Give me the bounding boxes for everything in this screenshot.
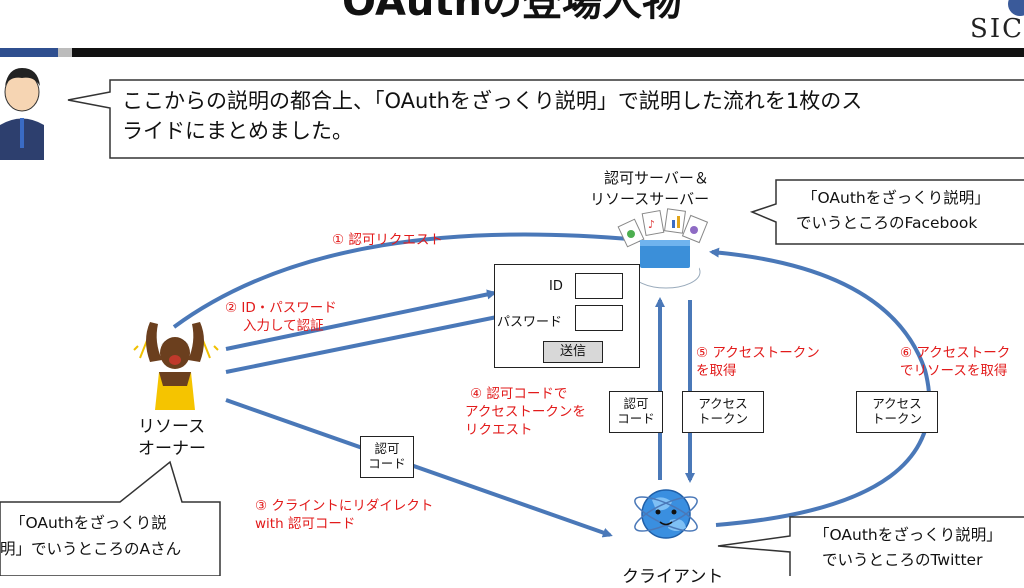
- diagram-canvas: ♪: [0, 0, 1024, 576]
- code-request-line-2: コード: [617, 411, 655, 426]
- narrator-person-icon: [0, 68, 44, 160]
- step6-label-1: ⑥ アクセストーク: [900, 345, 1011, 361]
- arrow-step1: [172, 232, 643, 329]
- server-note-line-2: でいうところのFacebook: [796, 214, 978, 232]
- password-input[interactable]: [575, 305, 623, 331]
- owner-note-bubble: [0, 460, 221, 576]
- client-note-line-2: でいうところのTwitter: [822, 551, 983, 569]
- client-note-bubble: [717, 516, 1024, 576]
- auth-server-label-1: 認可サーバー＆: [604, 169, 709, 187]
- client-note-line-1: 「OAuthをざっくり説明」: [814, 526, 1002, 544]
- step5-label-2: を取得: [696, 363, 737, 379]
- step4-label-1: ④ 認可コードで: [470, 386, 568, 402]
- client-label: クライアント: [622, 567, 724, 587]
- arrow-step2: [225, 289, 497, 351]
- step2-label-1: ② ID・パスワード: [225, 300, 337, 316]
- step3-label-1: ③ クライントにリダイレクト: [255, 498, 434, 514]
- svg-text:♪: ♪: [648, 218, 655, 231]
- resource-owner-label-2: オーナー: [138, 439, 206, 459]
- page-title: OAuthの登場人物: [342, 0, 682, 25]
- code-redirect-box: 認可 コード: [360, 436, 414, 478]
- step6-label-2: でリソースを取得: [900, 363, 1008, 379]
- auth-server-label-2: リソースサーバー: [590, 190, 710, 208]
- step4-label-3: リクエスト: [465, 422, 533, 438]
- step5-label-1: ⑤ アクセストークン: [696, 345, 820, 361]
- server-note-line-1: 「OAuthをざっくり説明」: [802, 189, 990, 207]
- token-get-box: アクセス トークン: [682, 391, 764, 433]
- step4-label-2: アクセストークンを: [465, 404, 586, 420]
- step3-label-2: with 認可コード: [255, 516, 356, 532]
- step2-label-2: 入力して認証: [243, 318, 324, 334]
- token-use-line-2: トークン: [871, 411, 922, 426]
- code-redirect-line-2: コード: [368, 456, 406, 471]
- id-label: ID: [549, 279, 563, 294]
- header-divider: [0, 48, 1024, 57]
- header-divider-accent-gray: [58, 48, 72, 57]
- code-request-box: 認可 コード: [609, 391, 663, 433]
- company-logo: SIC: [970, 14, 1024, 44]
- code-request-line-1: 認可: [623, 396, 649, 411]
- id-input[interactable]: [575, 273, 623, 299]
- submit-button[interactable]: 送信: [543, 341, 603, 363]
- server-note-bubble: [749, 179, 1024, 245]
- arrow-step3: [225, 398, 613, 538]
- owner-note-line-1: 「OAuthをざっくり説: [10, 514, 167, 532]
- owner-note-line-2: 明」でいうところのAさん: [0, 540, 182, 558]
- token-get-line-2: トークン: [697, 411, 748, 426]
- header-divider-accent: [0, 48, 58, 57]
- token-get-line-1: アクセス: [698, 396, 748, 411]
- step1-label: ① 認可リクエスト: [332, 232, 443, 248]
- login-form: ID パスワード 送信: [494, 264, 640, 368]
- password-label: パスワード: [497, 315, 563, 330]
- resource-owner-label-1: リソース: [138, 417, 206, 437]
- narrator-speech-bubble: [67, 79, 1024, 159]
- token-use-box: アクセス トークン: [856, 391, 938, 433]
- token-use-line-1: アクセス: [872, 396, 922, 411]
- code-redirect-line-1: 認可: [374, 441, 400, 456]
- client-icon: [634, 489, 698, 539]
- arrow-step6: [709, 247, 932, 527]
- resource-owner-icon: [133, 322, 219, 410]
- narrator-line-2: ライドにまとめました。: [122, 119, 353, 143]
- logo-icon: [1008, 0, 1024, 16]
- server-icon: ♪: [617, 208, 709, 289]
- narrator-line-1: ここからの説明の都合上、「OAuthをざっくり説明」で説明した流れを1枚のス: [122, 89, 863, 113]
